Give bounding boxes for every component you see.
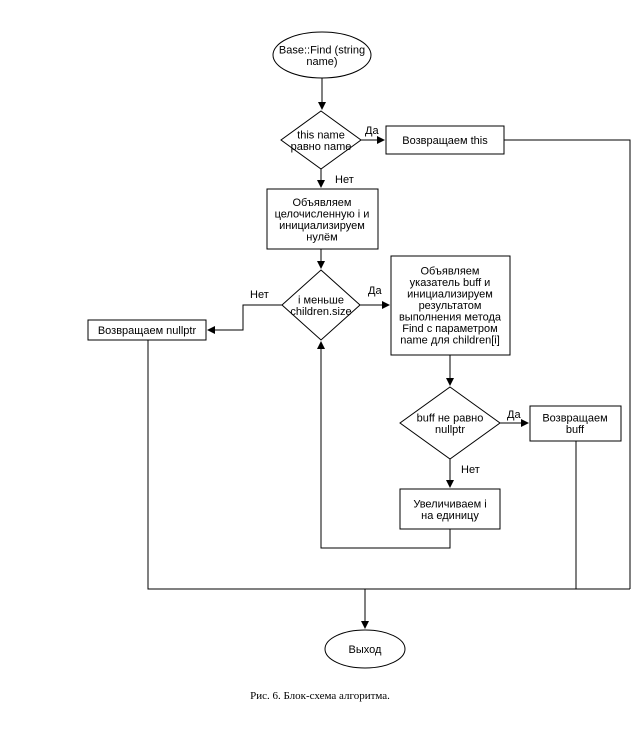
label-line: children.size <box>290 306 351 318</box>
edge-label-no-name: Нет <box>335 174 354 186</box>
label-line: инициализируем <box>279 220 365 232</box>
label-line: результатом <box>419 300 482 312</box>
edge-label-no-i: Нет <box>250 289 269 301</box>
label-line: Выход <box>349 644 382 656</box>
figure-caption: Рис. 6. Блок-схема алгоритма. <box>250 690 390 702</box>
label-line: указатель buff и <box>410 277 491 289</box>
label-line: buff не равно <box>417 412 484 424</box>
edge-return-nullptr-to-exit <box>147 340 630 590</box>
label-line: this name <box>297 129 345 141</box>
label-line: nullptr <box>435 424 465 436</box>
label-line: инициализируем <box>407 289 493 301</box>
edge-increment-loop-back <box>317 341 451 549</box>
return-buff-box <box>529 405 622 442</box>
label-line: выполнения метода <box>399 312 502 324</box>
label-line: Base::Find (string <box>279 44 365 56</box>
declare-buff-box <box>390 255 511 356</box>
exit-terminal <box>324 629 406 669</box>
increment-i-box <box>399 488 501 530</box>
edge-return-this-to-exit <box>504 139 631 589</box>
edge-no-to-return-nullptr <box>207 304 282 334</box>
return-this-label: Возвращаем this <box>402 135 488 147</box>
label-line: равно name <box>291 141 352 153</box>
label-line: Возвращаем <box>542 412 607 424</box>
label-line: Объявляем <box>293 197 352 209</box>
decision-i-less-size <box>281 269 361 341</box>
label-line: Find с параметром <box>402 323 497 335</box>
label-line: нулём <box>306 231 337 243</box>
label-line: на единицу <box>421 510 479 522</box>
return-this-box <box>385 125 505 155</box>
label-line: Возвращаем this <box>402 135 488 147</box>
label-line: Увеличиваем i <box>413 498 486 510</box>
exit-label: Выход <box>349 644 382 656</box>
label-line: buff <box>566 424 585 436</box>
return-nullptr-label: Возвращаем nullptr <box>98 325 197 337</box>
return-nullptr-box <box>87 319 207 341</box>
label-line: i меньше <box>298 294 344 306</box>
label-line: name) <box>306 56 337 68</box>
label-line: Возвращаем nullptr <box>98 325 197 337</box>
edge-label-yes-buff: Да <box>507 409 521 421</box>
edge-label-yes-name: Да <box>365 125 379 137</box>
edge-label-no-buff: Нет <box>461 464 480 476</box>
edge-label-yes-i: Да <box>368 285 382 297</box>
label-line: name для children[i] <box>400 335 500 347</box>
label-line: Объявляем <box>421 266 480 278</box>
declare-i-box <box>266 188 379 250</box>
label-line: целочисленную i и <box>275 208 370 220</box>
